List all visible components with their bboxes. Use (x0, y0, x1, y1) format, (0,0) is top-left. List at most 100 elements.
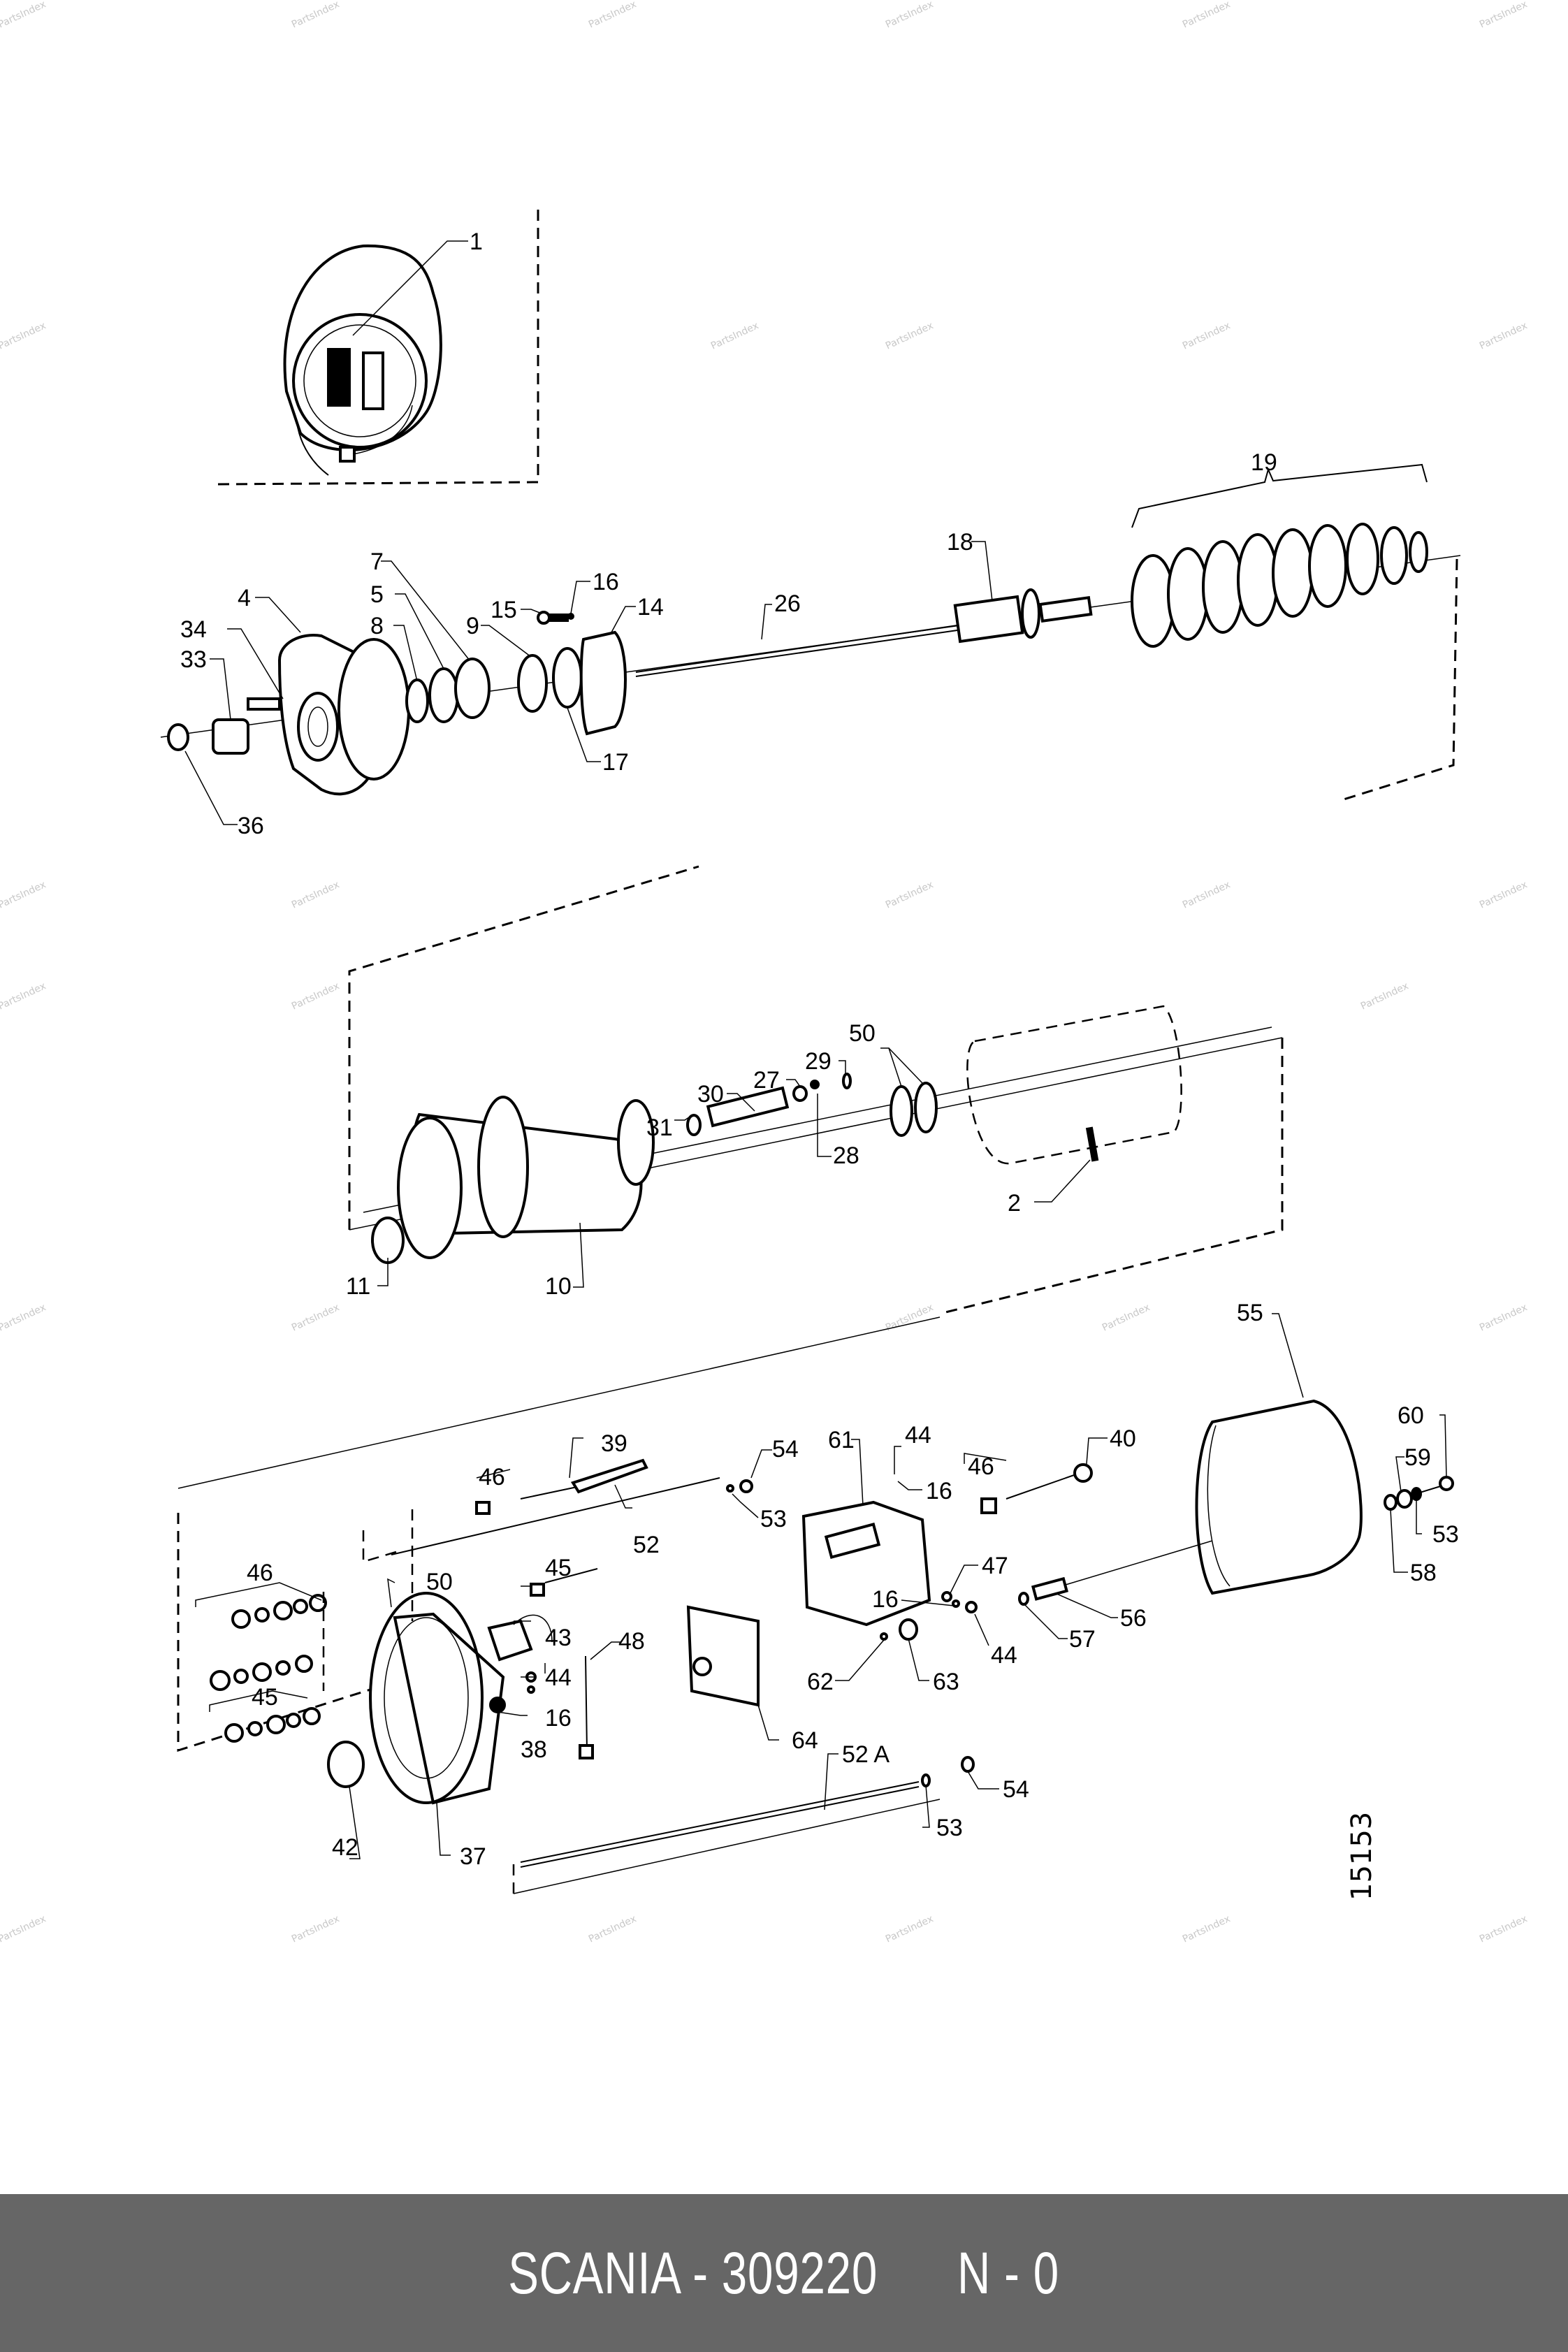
part-17-spacer (552, 647, 583, 709)
part-59-washer (1396, 1489, 1413, 1509)
footer-bar: SCANIA - 309220 N - 0 (0, 2194, 1568, 2352)
watermark: PartsIndex (290, 1913, 341, 1945)
callout-54b: 54 (1003, 1776, 1029, 1803)
part-48-lead (585, 1655, 588, 1751)
watermark: PartsIndex (884, 879, 935, 911)
part-4-flange (337, 638, 410, 781)
callout-61: 61 (828, 1427, 855, 1453)
bracket-19 (1131, 463, 1428, 528)
callout-53b: 53 (1432, 1521, 1459, 1548)
part-46-45-hardware (210, 1594, 327, 1743)
part-30-spring (706, 1086, 790, 1128)
callout-44c: 44 (991, 1642, 1017, 1669)
part-36-nut (167, 723, 189, 751)
callout-43: 43 (545, 1625, 572, 1651)
watermark: PartsIndex (0, 320, 48, 352)
watermark: PartsIndex (1478, 1302, 1529, 1334)
callout-45b: 45 (252, 1684, 278, 1711)
section-commutator-end: 39 46 54 53 52 46 45 45 50 43 48 44 16 3… (177, 1300, 1459, 1894)
part-42-bush (327, 1741, 365, 1788)
part-16-washer (567, 613, 574, 620)
callout-50a: 50 (849, 1020, 876, 1047)
footer-gap (878, 2240, 958, 2306)
callout-46b: 46 (479, 1464, 505, 1490)
callout-55: 55 (1237, 1300, 1263, 1326)
part-34-key (247, 697, 281, 711)
part-40-bolt (1006, 1474, 1077, 1500)
callout-16a: 16 (593, 569, 619, 595)
callout-52a: 52 A (842, 1741, 890, 1768)
part-58-washer (1384, 1494, 1398, 1511)
callout-53c: 53 (936, 1815, 963, 1841)
callout-62: 62 (807, 1669, 834, 1695)
callout-59: 59 (1404, 1444, 1431, 1471)
part-9-seal (517, 654, 548, 713)
watermark: PartsIndex (709, 320, 760, 352)
part-1-housing-opening (292, 313, 428, 449)
callout-8: 8 (370, 613, 384, 639)
watermark: PartsIndex (1101, 1302, 1152, 1334)
watermark: PartsIndex (0, 0, 48, 31)
callout-45a: 45 (545, 1555, 572, 1581)
part-46-nut-right (980, 1497, 997, 1514)
callout-5: 5 (370, 581, 384, 608)
callout-31: 31 (646, 1115, 673, 1141)
watermark: PartsIndex (884, 320, 935, 352)
callout-33: 33 (180, 646, 207, 673)
callout-9: 9 (466, 613, 479, 639)
part-56-stud (1031, 1576, 1068, 1601)
part-33-pinion (212, 718, 249, 755)
callout-1: 1 (470, 228, 483, 255)
callout-46c: 46 (968, 1453, 994, 1480)
watermark: PartsIndex (587, 0, 638, 31)
callout-53a: 53 (760, 1506, 787, 1532)
footer-title: SCANIA - 309220 N - 0 (509, 2240, 1060, 2307)
part-26-shaft (635, 625, 958, 673)
part-19-clutch-assembly (1131, 523, 1428, 648)
callout-2: 2 (1008, 1190, 1021, 1217)
callout-44a: 44 (545, 1664, 572, 1691)
part-55-cover (1195, 1399, 1363, 1595)
part-50-washer (890, 1085, 913, 1137)
watermark: PartsIndex (587, 1913, 638, 1945)
section-drive-end: 4 34 33 36 7 5 8 9 15 16 14 17 26 18 19 (160, 449, 1461, 839)
watermark: PartsIndex (0, 879, 48, 911)
callout-14: 14 (637, 594, 664, 620)
watermark: PartsIndex (0, 1913, 48, 1945)
part-54-nut (739, 1479, 753, 1493)
callout-54a: 54 (772, 1436, 799, 1462)
part-31-washer (686, 1114, 702, 1136)
callout-29: 29 (805, 1048, 832, 1075)
detail-frame (216, 210, 539, 486)
callout-57: 57 (1069, 1626, 1096, 1653)
part-63-bolt (899, 1618, 918, 1641)
callout-60: 60 (1398, 1402, 1424, 1429)
yoke-outline (966, 1005, 1182, 1165)
watermark: PartsIndex (1478, 1913, 1529, 1945)
watermark: PartsIndex (290, 0, 341, 31)
leader-1 (352, 240, 468, 336)
callout-38: 38 (521, 1736, 547, 1763)
callout-64: 64 (792, 1727, 818, 1754)
part-28-ball (810, 1080, 820, 1089)
part-46-nut-upper (475, 1501, 491, 1515)
callout-16c: 16 (926, 1478, 952, 1504)
callout-44b: 44 (905, 1422, 931, 1449)
callout-36: 36 (238, 813, 264, 839)
drawing-number: 15153 (1346, 1812, 1378, 1901)
watermark: PartsIndex (1181, 1913, 1232, 1945)
footer-separator: - (679, 2240, 723, 2306)
part-7-bearing (454, 658, 491, 719)
callout-52: 52 (633, 1532, 660, 1558)
watermark: PartsIndex (884, 1302, 935, 1334)
callout-17: 17 (602, 749, 629, 776)
callout-26: 26 (774, 590, 801, 617)
watermark: PartsIndex (290, 980, 341, 1012)
part-54-nut-lower (961, 1756, 975, 1773)
callout-34: 34 (180, 616, 207, 643)
callout-40: 40 (1110, 1425, 1136, 1452)
watermark: PartsIndex (884, 0, 935, 31)
part-43-brush-holder (487, 1619, 533, 1662)
footer-brand: SCANIA (508, 2240, 680, 2306)
